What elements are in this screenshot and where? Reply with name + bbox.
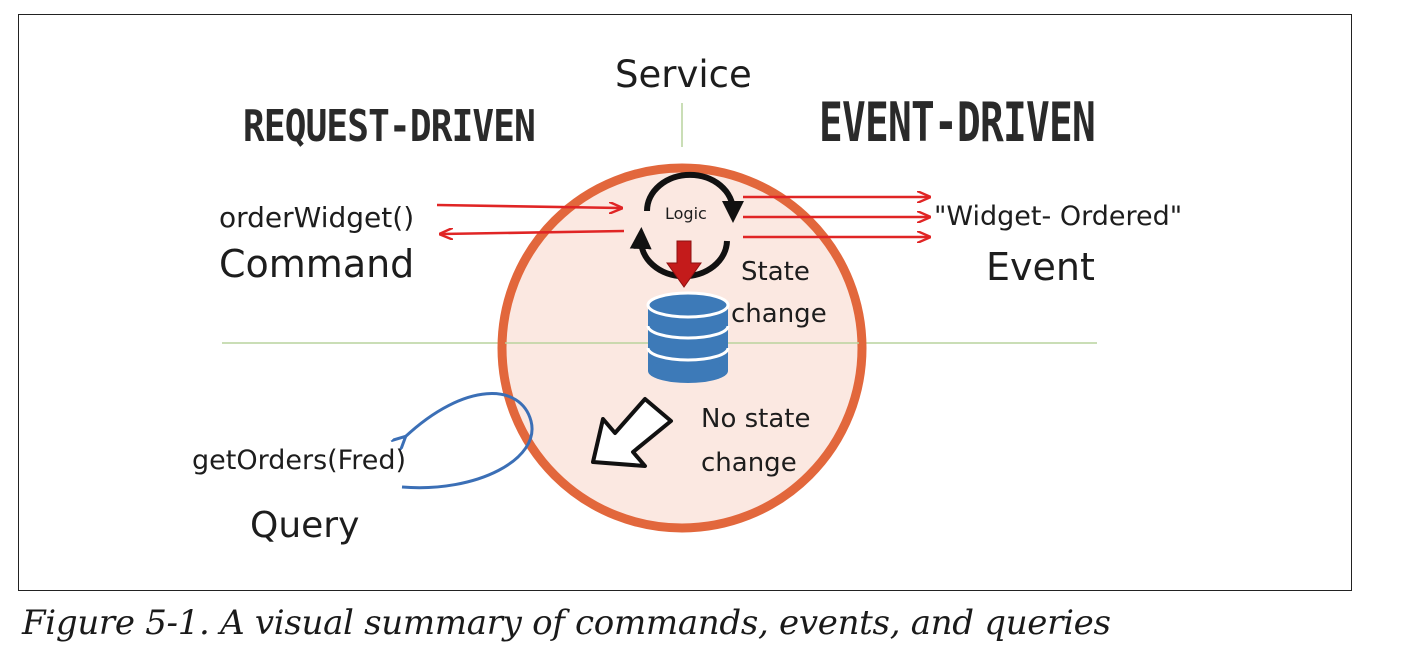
event-driven-heading: EVENT-DRIVEN (819, 91, 1095, 154)
command-response-arrow (441, 231, 625, 234)
no-state-change-arrow-icon (591, 397, 673, 468)
state-change-label: State (741, 257, 810, 287)
query-label: Query (250, 505, 359, 546)
no-state-change-label: No state (701, 404, 810, 434)
query-call-label: getOrders(Fred) (192, 445, 406, 476)
state-change-arrow-icon (666, 240, 702, 288)
database-icon (646, 291, 730, 383)
event-name-label: "Widget- Ordered" (934, 201, 1182, 232)
query-return-arrow (402, 392, 534, 490)
figure-caption: Figure 5-1. A visual summary of commands… (22, 603, 1111, 643)
command-label: Command (219, 242, 414, 286)
request-driven-heading: REQUEST-DRIVEN (243, 101, 535, 152)
command-request-arrow (436, 205, 621, 208)
logic-label: Logic (665, 204, 707, 223)
logic-cycle-arrow-top (644, 171, 744, 223)
no-state-change-label-line-2: change (701, 448, 797, 478)
state-change-label-line-2: change (731, 299, 827, 329)
command-call-label: orderWidget() (219, 201, 414, 234)
figure-frame: Service REQUEST-DRIVEN EVENT-DRIVEN orde… (18, 14, 1352, 591)
service-label: Service (615, 53, 752, 96)
event-label: Event (986, 245, 1095, 289)
diagram-canvas: Service REQUEST-DRIVEN EVENT-DRIVEN orde… (192, 53, 1182, 546)
